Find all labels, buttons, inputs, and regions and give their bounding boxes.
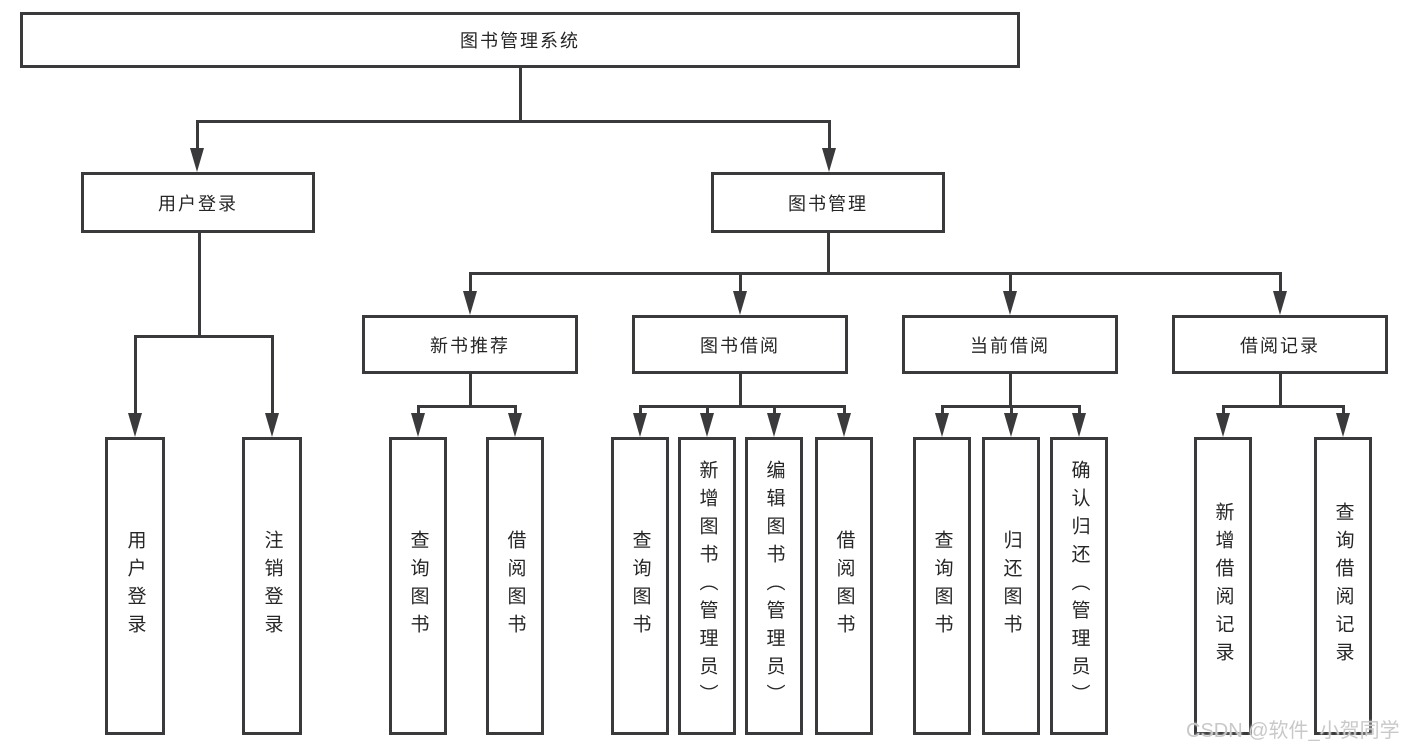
connector-line [1278,374,1282,408]
leaf-return-books: 归还图书 [982,437,1040,735]
arrow-down-icon [1216,413,1230,437]
connector-line [1221,405,1225,419]
node-library-management-system: 图书管理系统 [20,12,1020,68]
arrow-down-icon [190,148,204,172]
connector-line [133,335,274,338]
leaf-add-books-admin: 新增图书（管理员） [678,437,736,735]
connector-line [1008,272,1012,297]
arrow-down-icon [1004,413,1018,437]
connector-line [638,405,642,419]
connector-line [1278,272,1282,297]
connector-line [738,374,742,408]
connector-line [842,405,846,419]
arrow-down-icon [1273,291,1287,315]
leaf-query-books-recommend: 查询图书 [389,437,447,735]
csdn-watermark: CSDN @软件_小贺同学 [1186,720,1400,742]
node-user-login: 用户登录 [81,172,315,233]
connector-line [1077,405,1081,419]
arrow-down-icon [508,413,522,437]
connector-line [513,405,517,419]
arrow-down-icon [822,148,836,172]
arrow-down-icon [1003,291,1017,315]
connector-line [468,272,472,297]
node-borrowing-records: 借阅记录 [1172,315,1388,374]
connector-line [133,335,137,419]
connector-line [772,405,776,419]
leaf-confirm-return-admin: 确认归还（管理员） [1050,437,1108,735]
connector-line [195,120,831,123]
connector-line [416,405,517,408]
arrow-down-icon [935,413,949,437]
leaf-query-borrow-record: 查询借阅记录 [1314,437,1372,735]
connector-line [195,120,199,154]
connector-line [518,68,522,123]
leaf-edit-books-admin: 编辑图书（管理员） [745,437,803,735]
arrow-down-icon [733,291,747,315]
leaf-borrow-books: 借阅图书 [815,437,873,735]
node-book-borrowing: 图书借阅 [632,315,848,374]
leaf-query-books-borrow: 查询图书 [611,437,669,735]
arrow-down-icon [1072,413,1086,437]
arrow-down-icon [411,413,425,437]
arrow-down-icon [700,413,714,437]
connector-line [1341,405,1345,419]
arrow-down-icon [633,413,647,437]
leaf-add-borrow-record: 新增借阅记录 [1194,437,1252,735]
connector-line [270,335,274,419]
node-current-borrowing: 当前借阅 [902,315,1118,374]
connector-line [826,233,830,275]
connector-line [1008,374,1012,408]
connector-line [827,120,831,154]
node-new-book-recommendation: 新书推荐 [362,315,578,374]
arrow-down-icon [265,413,279,437]
leaf-logout: 注销登录 [242,437,302,735]
connector-line [468,272,1282,275]
arrow-down-icon [128,413,142,437]
connector-line [197,233,201,338]
node-book-management: 图书管理 [711,172,945,233]
arrow-down-icon [837,413,851,437]
connector-line [738,272,742,297]
connector-line [1221,405,1345,408]
arrow-down-icon [767,413,781,437]
connector-line [468,374,472,408]
leaf-user-login: 用户登录 [105,437,165,735]
connector-line [940,405,944,419]
leaf-borrow-books-recommend: 借阅图书 [486,437,544,735]
arrow-down-icon [1336,413,1350,437]
connector-line [638,405,846,408]
arrow-down-icon [463,291,477,315]
connector-line [416,405,420,419]
connector-line [705,405,709,419]
connector-line [1009,405,1013,419]
leaf-query-books-current: 查询图书 [913,437,971,735]
